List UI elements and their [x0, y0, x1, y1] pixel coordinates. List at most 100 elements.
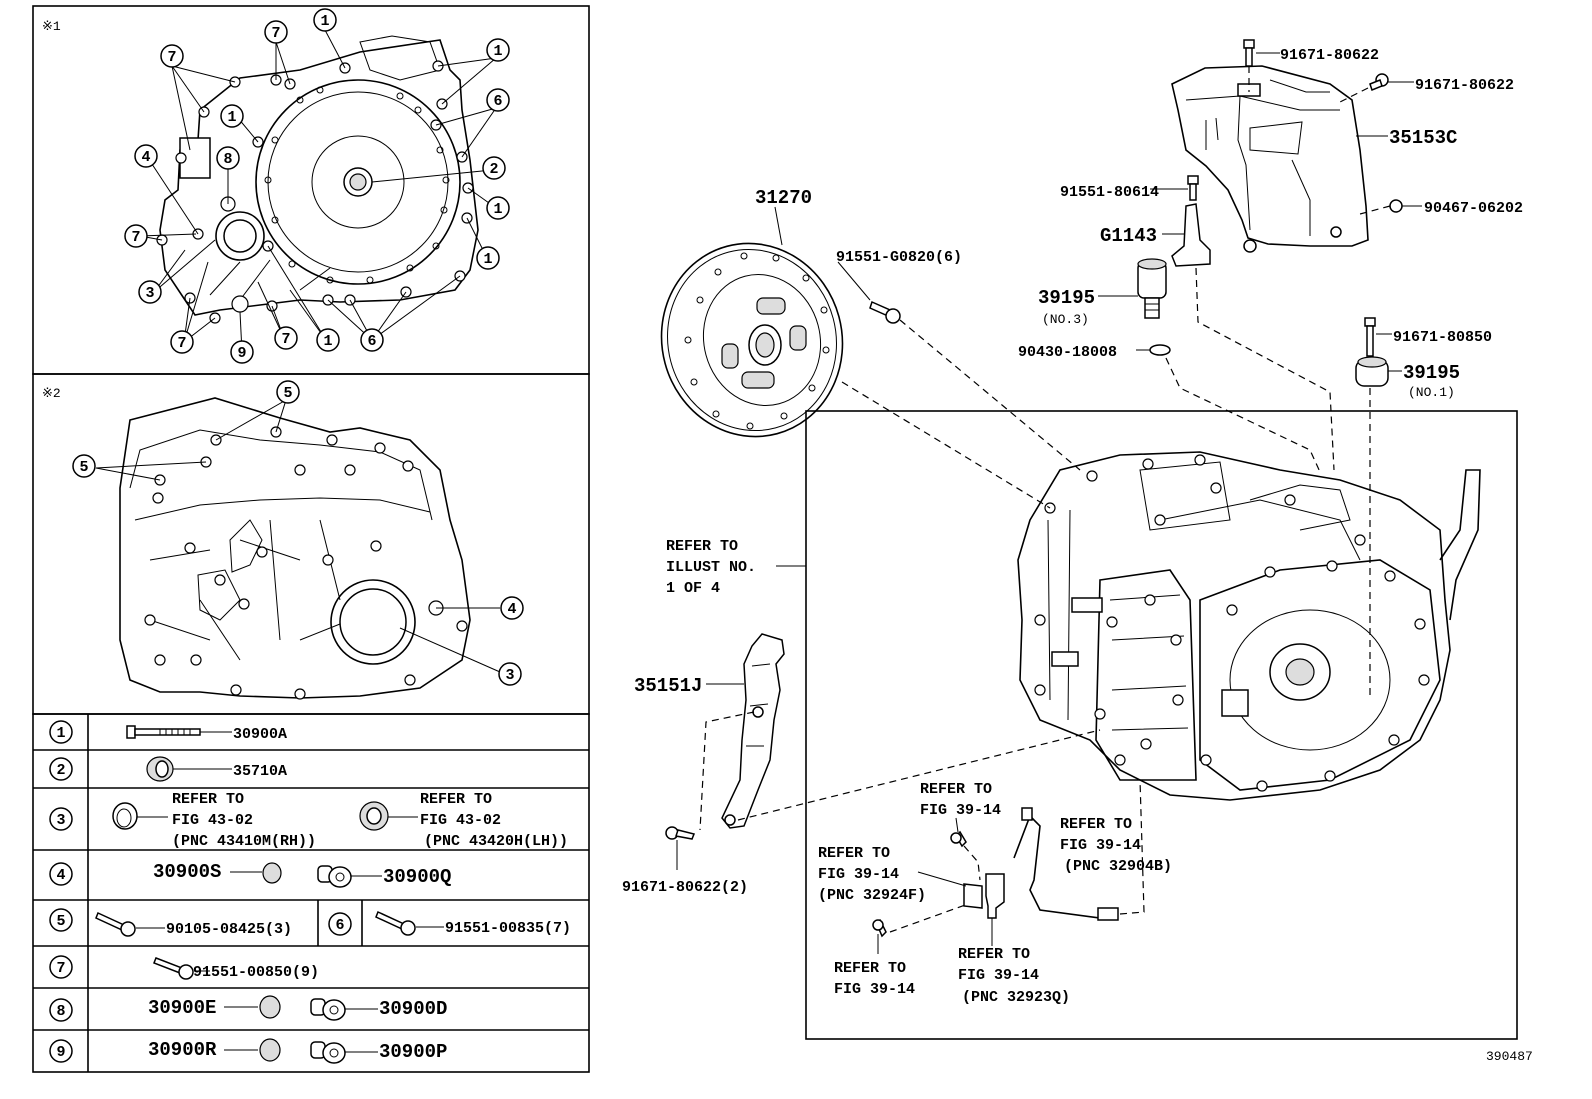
svg-text:4: 4 — [141, 149, 150, 166]
label-39195-no1-note: (NO.1) — [1408, 385, 1455, 400]
svg-text:FIG 39-14: FIG 39-14 — [818, 866, 899, 883]
label-91551-80614: 91551-80614 — [1060, 184, 1159, 201]
svg-text:4: 4 — [507, 601, 516, 618]
svg-text:7: 7 — [167, 49, 176, 66]
label-39195-no3-note: (NO.3) — [1042, 312, 1089, 327]
svg-text:FIG 39-14: FIG 39-14 — [920, 802, 1001, 819]
legend-30900A: 30900A — [233, 726, 287, 743]
washer-90430-18008: 90430-18008 — [1018, 344, 1321, 473]
label-90467-06202: 90467-06202 — [1424, 200, 1523, 217]
callout-7c: 7 — [124, 224, 148, 248]
label-39195-no1: 39195 — [1403, 362, 1460, 384]
svg-text:REFER TO: REFER TO — [1060, 816, 1132, 833]
label-G1143: G1143 — [1100, 225, 1157, 247]
legend-table: 1 30900A 2 35710A 3 REFER TO FIG 43-02 (… — [33, 714, 589, 1072]
svg-text:3: 3 — [145, 285, 154, 302]
legend-3-left-line1: REFER TO — [172, 791, 244, 808]
svg-text:1: 1 — [320, 13, 329, 30]
callout-3b: 3 — [498, 662, 522, 686]
svg-text:REFER TO: REFER TO — [958, 946, 1030, 963]
view1-mark: ※1 — [42, 19, 61, 34]
svg-text:(PNC 32924F): (PNC 32924F) — [818, 887, 926, 904]
ref-illust: REFER TO ILLUST NO. 1 OF 4 — [666, 538, 806, 597]
svg-text:7: 7 — [177, 335, 186, 352]
callout-6b: 6 — [360, 328, 384, 352]
clutch-disc: 31270 — [660, 187, 844, 438]
legend-3-left-line2: FIG 43-02 — [172, 812, 253, 829]
callout-7a: 7 — [160, 44, 184, 68]
svg-text:1: 1 — [227, 109, 236, 126]
label-91671-80622-a: 91671-80622 — [1280, 47, 1379, 64]
legend-30900D: 30900D — [379, 998, 447, 1020]
svg-text:8: 8 — [223, 151, 232, 168]
legend-row-3: 3 REFER TO FIG 43-02 (PNC 43410M(RH)) RE… — [49, 791, 568, 850]
bracket-G1143: G1143 — [1100, 203, 1335, 471]
svg-text:1: 1 — [493, 43, 502, 60]
bolt-91671-80622-2: 91671-80622(2) — [622, 826, 748, 896]
ref-illust-line3: 1 OF 4 — [666, 580, 720, 597]
svg-text:FIG 39-14: FIG 39-14 — [958, 967, 1039, 984]
callout-5a: 5 — [276, 380, 300, 404]
callout-3: 3 — [138, 280, 162, 304]
svg-text:REFER TO: REFER TO — [834, 960, 906, 977]
view1-callouts: 7 7 1 1 6 2 1 1 1 4 8 7 3 7 9 7 1 6 — [124, 8, 510, 364]
legend-91551-00835: 91551-00835(7) — [445, 920, 571, 937]
transaxle-assembly — [1017, 451, 1481, 801]
ref-fig-b: REFER TO FIG 39-14 (PNC 32924F) — [818, 845, 926, 904]
legend-row-7: 7 91551-00850(9) — [49, 955, 319, 981]
callout-1b: 1 — [486, 38, 510, 62]
legend-row-1: 1 30900A — [49, 720, 287, 744]
label-91671-80622-2: 91671-80622(2) — [622, 879, 748, 896]
legend-frame — [32, 713, 590, 1073]
svg-text:5: 5 — [283, 385, 292, 402]
callout-1f: 1 — [316, 328, 340, 352]
svg-text:1: 1 — [56, 725, 65, 742]
ref-illust-line2: ILLUST NO. — [666, 559, 756, 576]
legend-30900E: 30900E — [148, 997, 216, 1019]
svg-text:9: 9 — [237, 345, 246, 362]
callout-4b: 4 — [500, 596, 524, 620]
callout-7d: 7 — [170, 330, 194, 354]
bolt-91551-80614: 91551-80614 — [1060, 175, 1199, 201]
callout-1d: 1 — [476, 246, 500, 270]
svg-text:FIG 39-14: FIG 39-14 — [834, 981, 915, 998]
legend-3-left-line3: (PNC 43410M(RH)) — [172, 833, 316, 850]
legend-row-4: 4 30900S 30900Q — [49, 861, 451, 888]
svg-text:FIG 39-14: FIG 39-14 — [1060, 837, 1141, 854]
bolt-91671-80622-top: 91671-80622 — [1243, 39, 1379, 92]
svg-text:6: 6 — [335, 917, 344, 934]
svg-text:2: 2 — [56, 762, 65, 779]
callout-6a: 6 — [486, 88, 510, 112]
legend-30900Q: 30900Q — [383, 866, 451, 888]
svg-text:1: 1 — [323, 333, 332, 350]
svg-text:7: 7 — [56, 960, 65, 977]
svg-text:REFER TO: REFER TO — [818, 845, 890, 862]
svg-text:7: 7 — [131, 229, 140, 246]
bolt-91671-80850: 91671-80850 — [1364, 317, 1492, 357]
legend-90105-08425: 90105-08425(3) — [166, 921, 292, 938]
svg-text:5: 5 — [79, 459, 88, 476]
view2-frame — [32, 373, 590, 715]
label-35151J: 35151J — [634, 675, 702, 697]
svg-text:1: 1 — [483, 251, 492, 268]
legend-row-6: 6 91551-00835(7) — [328, 910, 571, 937]
legend-3-right-line3: (PNC 43420H(LH)) — [424, 833, 568, 850]
svg-text:3: 3 — [56, 812, 65, 829]
callout-8: 8 — [216, 146, 240, 170]
callout-9: 9 — [230, 340, 254, 364]
exploded-view: 31270 91551-G0820(6) 35153C 91671-80 — [622, 39, 1533, 1064]
left-panel: ※1 ※2 — [32, 5, 590, 1073]
svg-text:(PNC 32923Q): (PNC 32923Q) — [962, 989, 1070, 1006]
label-39195-no3: 39195 — [1038, 287, 1095, 309]
label-91671-80850: 91671-80850 — [1393, 329, 1492, 346]
callout-2: 2 — [482, 156, 506, 180]
diagram-id: 390487 — [1486, 1049, 1533, 1064]
label-31270: 31270 — [755, 187, 812, 209]
legend-3-right-line1: REFER TO — [420, 791, 492, 808]
callout-5b: 5 — [72, 454, 96, 478]
label-90430-18008: 90430-18008 — [1018, 344, 1117, 361]
svg-text:9: 9 — [56, 1044, 65, 1061]
legend-35710A: 35710A — [233, 763, 287, 780]
callout-7b: 7 — [264, 20, 288, 44]
